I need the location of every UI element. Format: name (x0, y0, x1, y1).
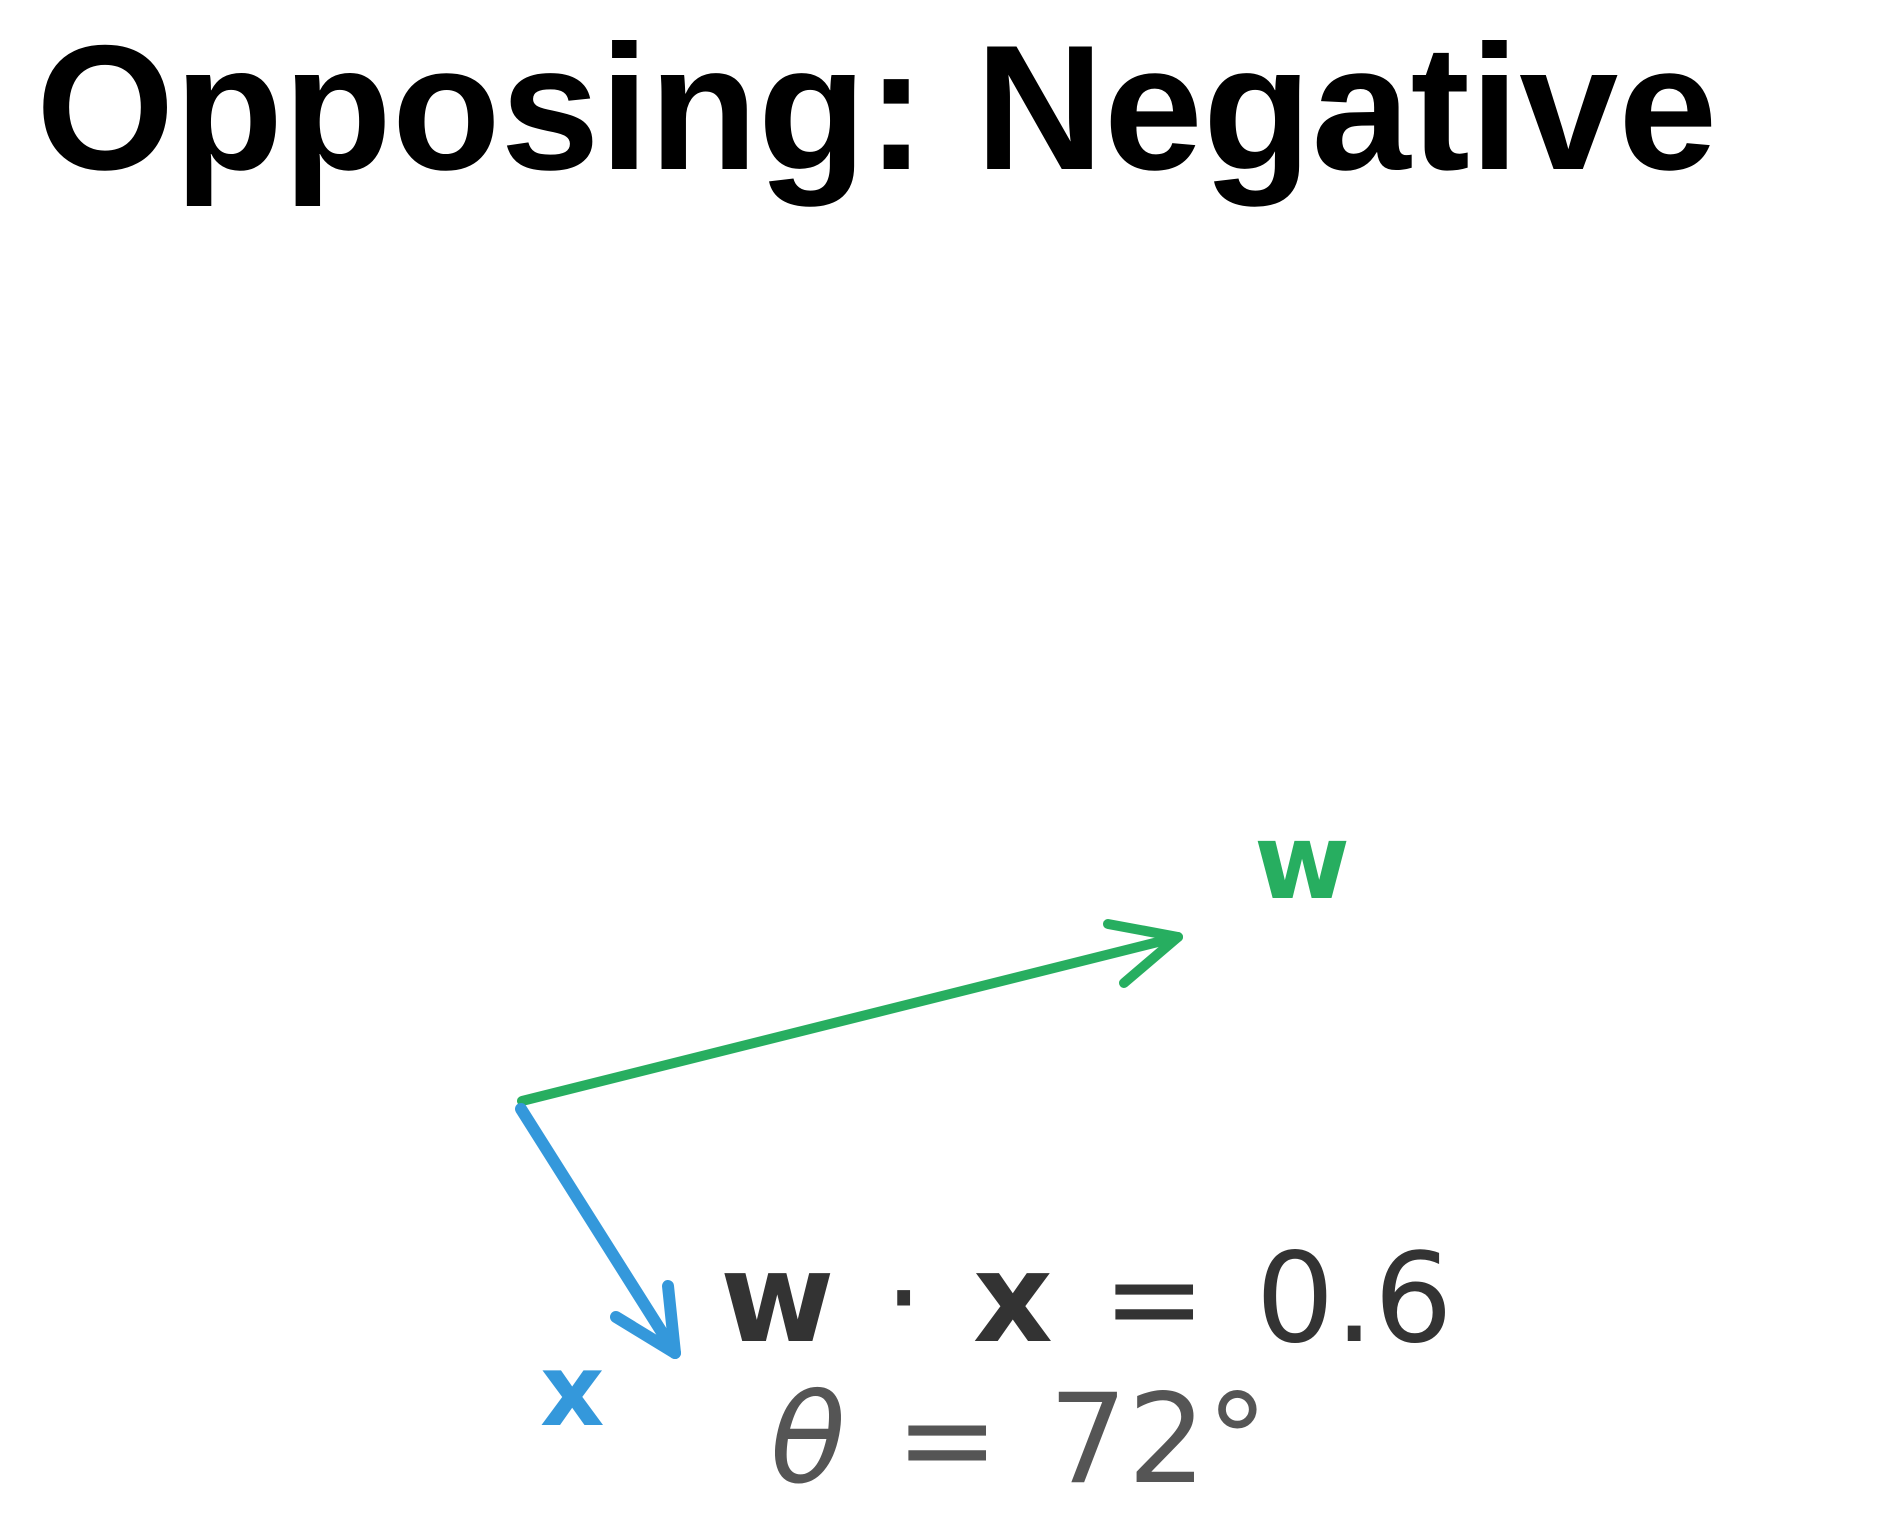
vector-x-arrowhead (610, 1280, 681, 1359)
vector-w-label: w (1254, 801, 1350, 923)
angle-equals: = (895, 1368, 999, 1512)
page-title: Opposing: Negative (36, 8, 1717, 207)
angle-value: 72° (1049, 1368, 1269, 1512)
dot-value: 0.6 (1256, 1227, 1453, 1371)
vector-w-shaft (517, 932, 1183, 1106)
vector-x-shaft (515, 1103, 681, 1359)
dot-w: w (720, 1227, 835, 1371)
vector-w (517, 919, 1183, 1106)
dot-product-equation: w · x = 0.6 (720, 1227, 1453, 1371)
vector-x-label: x (540, 1332, 605, 1449)
vector-w-arrowhead (1103, 919, 1183, 988)
vector-x (515, 1103, 681, 1359)
angle-symbol: θ (770, 1368, 846, 1512)
dot-operator: · (884, 1227, 923, 1371)
dot-x: x (973, 1227, 1053, 1371)
angle-equation: θ = 72° (770, 1368, 1268, 1512)
dot-equals: = (1102, 1227, 1206, 1371)
